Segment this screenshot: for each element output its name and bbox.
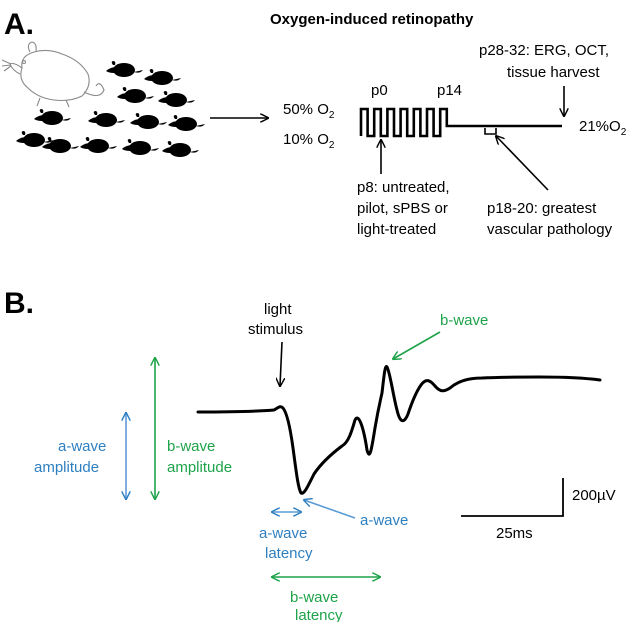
treatment-line3: light-treated bbox=[357, 221, 436, 238]
scale-bar bbox=[461, 478, 564, 517]
endpoint-line1: p28-32: ERG, OCT, bbox=[479, 42, 609, 59]
awave-arrow bbox=[304, 500, 356, 519]
awave-label: a-wave bbox=[360, 512, 408, 529]
awave-lat-line1: a-wave bbox=[259, 525, 307, 542]
scale-time-label: 25ms bbox=[496, 525, 533, 542]
awave-lat-line2: latency bbox=[265, 545, 313, 562]
bwave-amp-line1: b-wave bbox=[167, 438, 215, 455]
o2-high-label: 50% O2 bbox=[283, 101, 335, 121]
o2-low-label: 10% O2 bbox=[283, 131, 335, 151]
panel-a-label: A. bbox=[4, 8, 34, 41]
pathology-arrow bbox=[496, 136, 549, 191]
bwave-arrow bbox=[393, 331, 441, 359]
scale-voltage-label: 200µV bbox=[572, 487, 616, 504]
stimulus-line1: light bbox=[264, 301, 292, 318]
pathology-bracket bbox=[484, 128, 497, 135]
awave-amp-line2: amplitude bbox=[34, 459, 99, 476]
pup-mice-icon bbox=[16, 61, 205, 159]
panel-b-label: B. bbox=[4, 287, 34, 320]
bwave-lat-line2: latency bbox=[295, 607, 343, 622]
adult-mouse-icon bbox=[1, 41, 105, 108]
panel-a-title: Oxygen-induced retinopathy bbox=[270, 11, 474, 28]
bwave-label: b-wave bbox=[440, 312, 488, 329]
day-start-label: p0 bbox=[371, 82, 388, 99]
stimulus-arrow bbox=[280, 341, 282, 386]
bwave-lat-line1: b-wave bbox=[290, 589, 338, 606]
erg-trace bbox=[196, 365, 602, 495]
o2-room-label: 21%O2 bbox=[579, 118, 627, 138]
stimulus-line2: stimulus bbox=[248, 321, 303, 338]
treatment-line1: p8: untreated, bbox=[357, 179, 450, 196]
pathology-line1: p18-20: greatest bbox=[487, 200, 597, 217]
awave-amp-line1: a-wave bbox=[58, 438, 106, 455]
treatment-line2: pilot, sPBS or bbox=[357, 200, 448, 217]
bwave-amp-line2: amplitude bbox=[167, 459, 232, 476]
endpoint-line2: tissue harvest bbox=[507, 64, 600, 81]
oxygen-cycle-trace bbox=[359, 107, 562, 138]
day-switch-label: p14 bbox=[437, 82, 462, 99]
pathology-line2: vascular pathology bbox=[487, 221, 613, 238]
